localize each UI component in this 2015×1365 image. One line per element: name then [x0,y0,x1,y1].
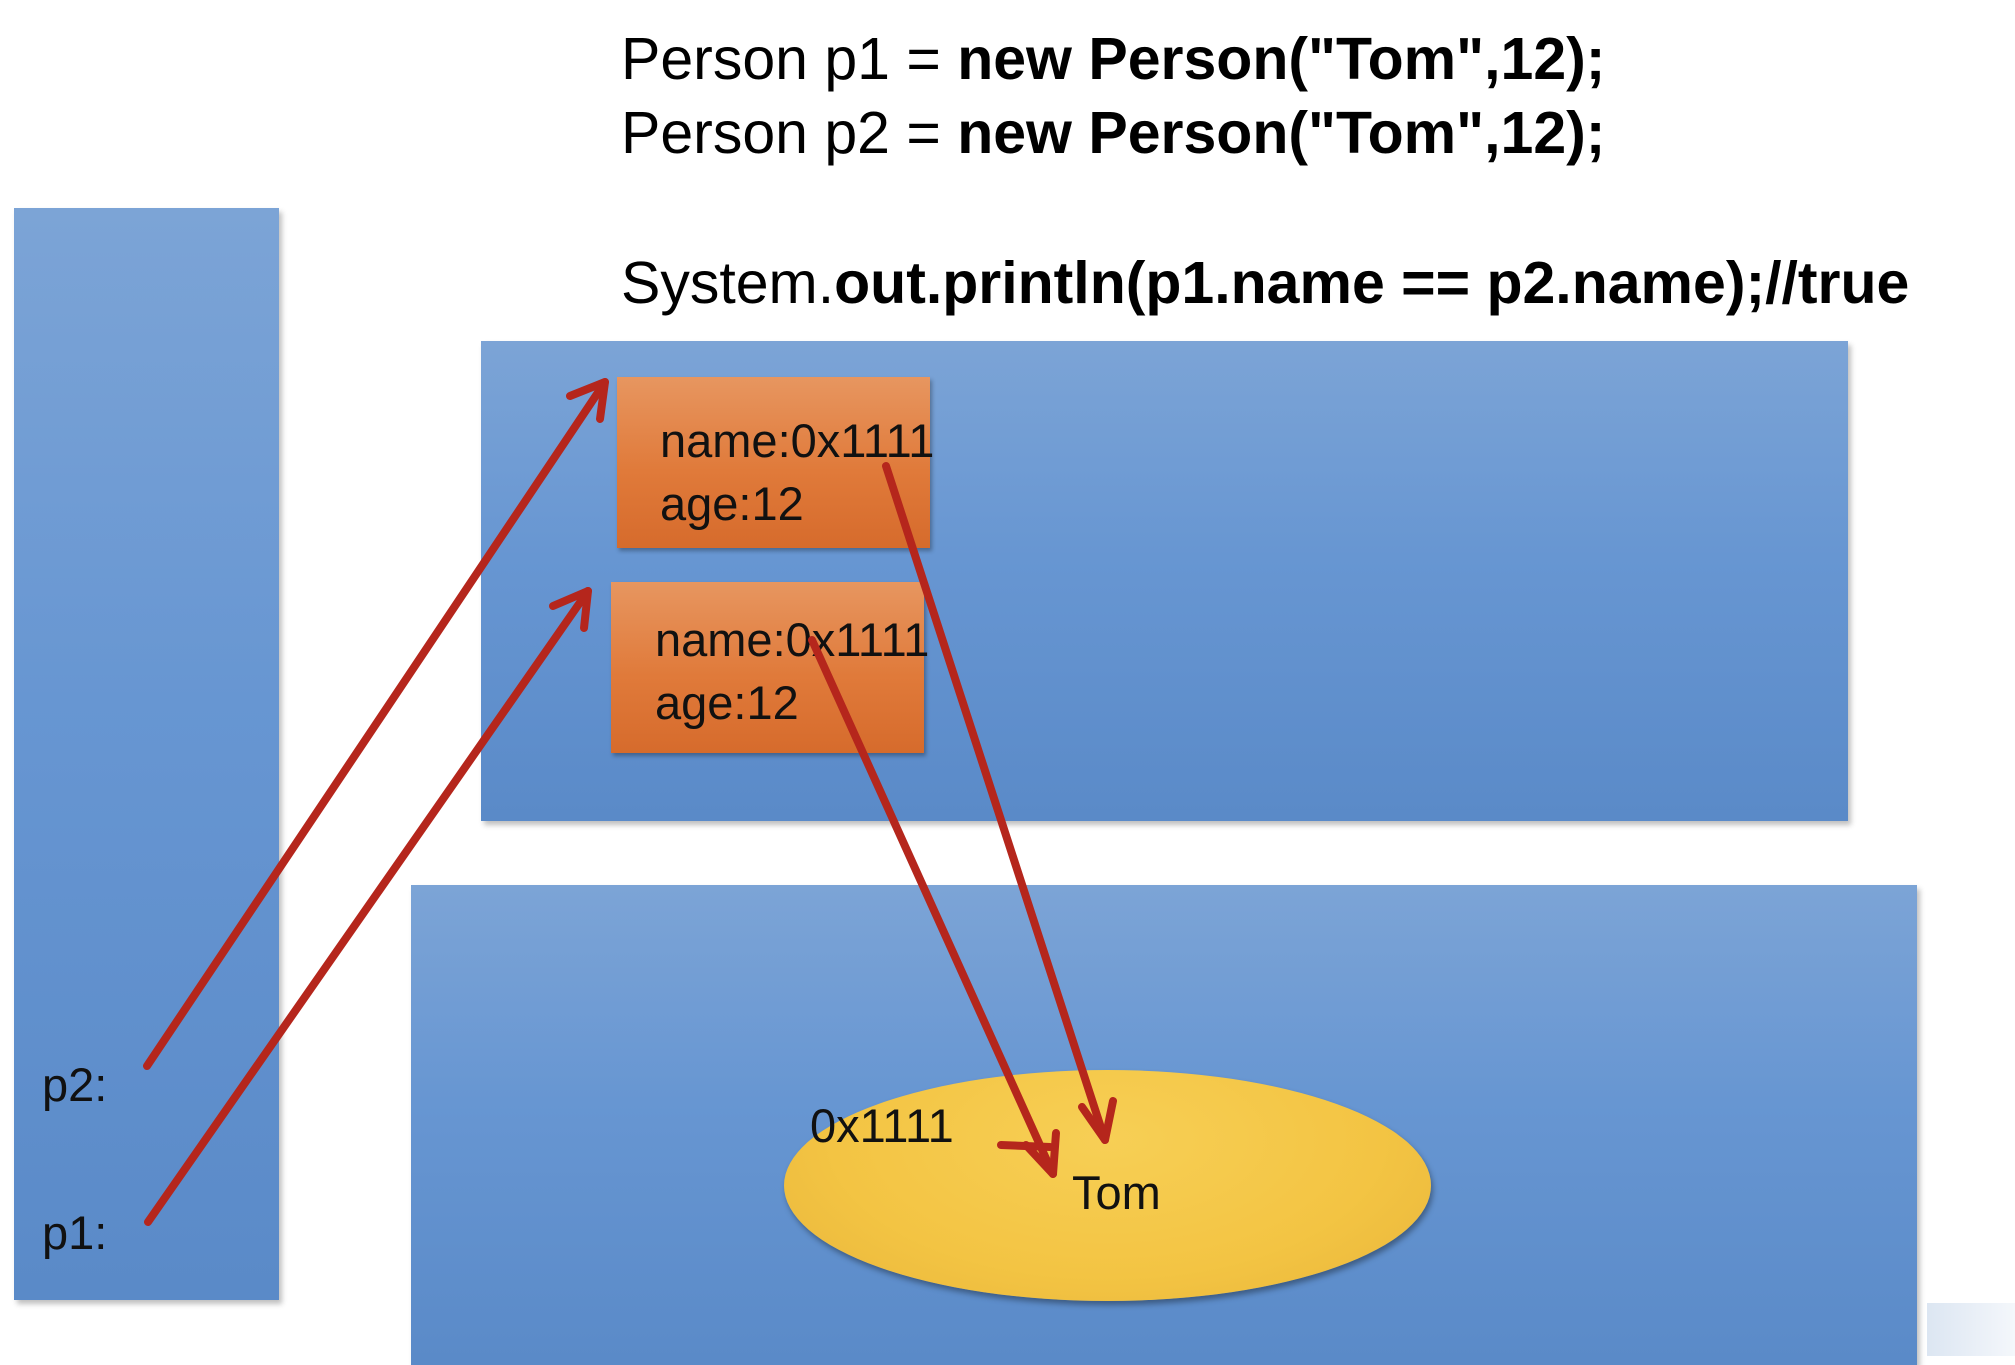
person-object-1-age-field: age:12 [660,477,804,530]
corner-fragment [1927,1303,2015,1356]
string-constant-address: 0x1111 [810,1099,954,1152]
stack-region [14,208,279,1300]
code-line-p2: Person p2 = new Person("Tom",12); [621,98,1605,168]
string-constant-value: Tom [1072,1166,1161,1219]
code-line-p1-prefix: Person p1 = [621,26,958,92]
code-line-println-prefix: System. [621,250,835,316]
stack-variable-p2: p2: [42,1058,108,1111]
code-line-p1-expression: new Person("Tom",12); [957,26,1606,92]
code-line-p1: Person p1 = new Person("Tom",12); [621,24,1605,94]
code-line-println-expression: out.println(p1.name == p2.name);//true [834,250,1910,316]
code-line-println: System.out.println(p1.name == p2.name);/… [621,248,1909,318]
person-object-1 [617,377,930,548]
person-object-2-age-field: age:12 [655,676,799,729]
person-object-1-name-field: name:0x1111 [660,414,935,467]
stack-variable-p1: p1: [42,1206,108,1259]
code-line-p2-prefix: Person p2 = [621,100,958,166]
person-object-2-name-field: name:0x1111 [655,613,930,666]
code-line-p2-expression: new Person("Tom",12); [957,100,1606,166]
